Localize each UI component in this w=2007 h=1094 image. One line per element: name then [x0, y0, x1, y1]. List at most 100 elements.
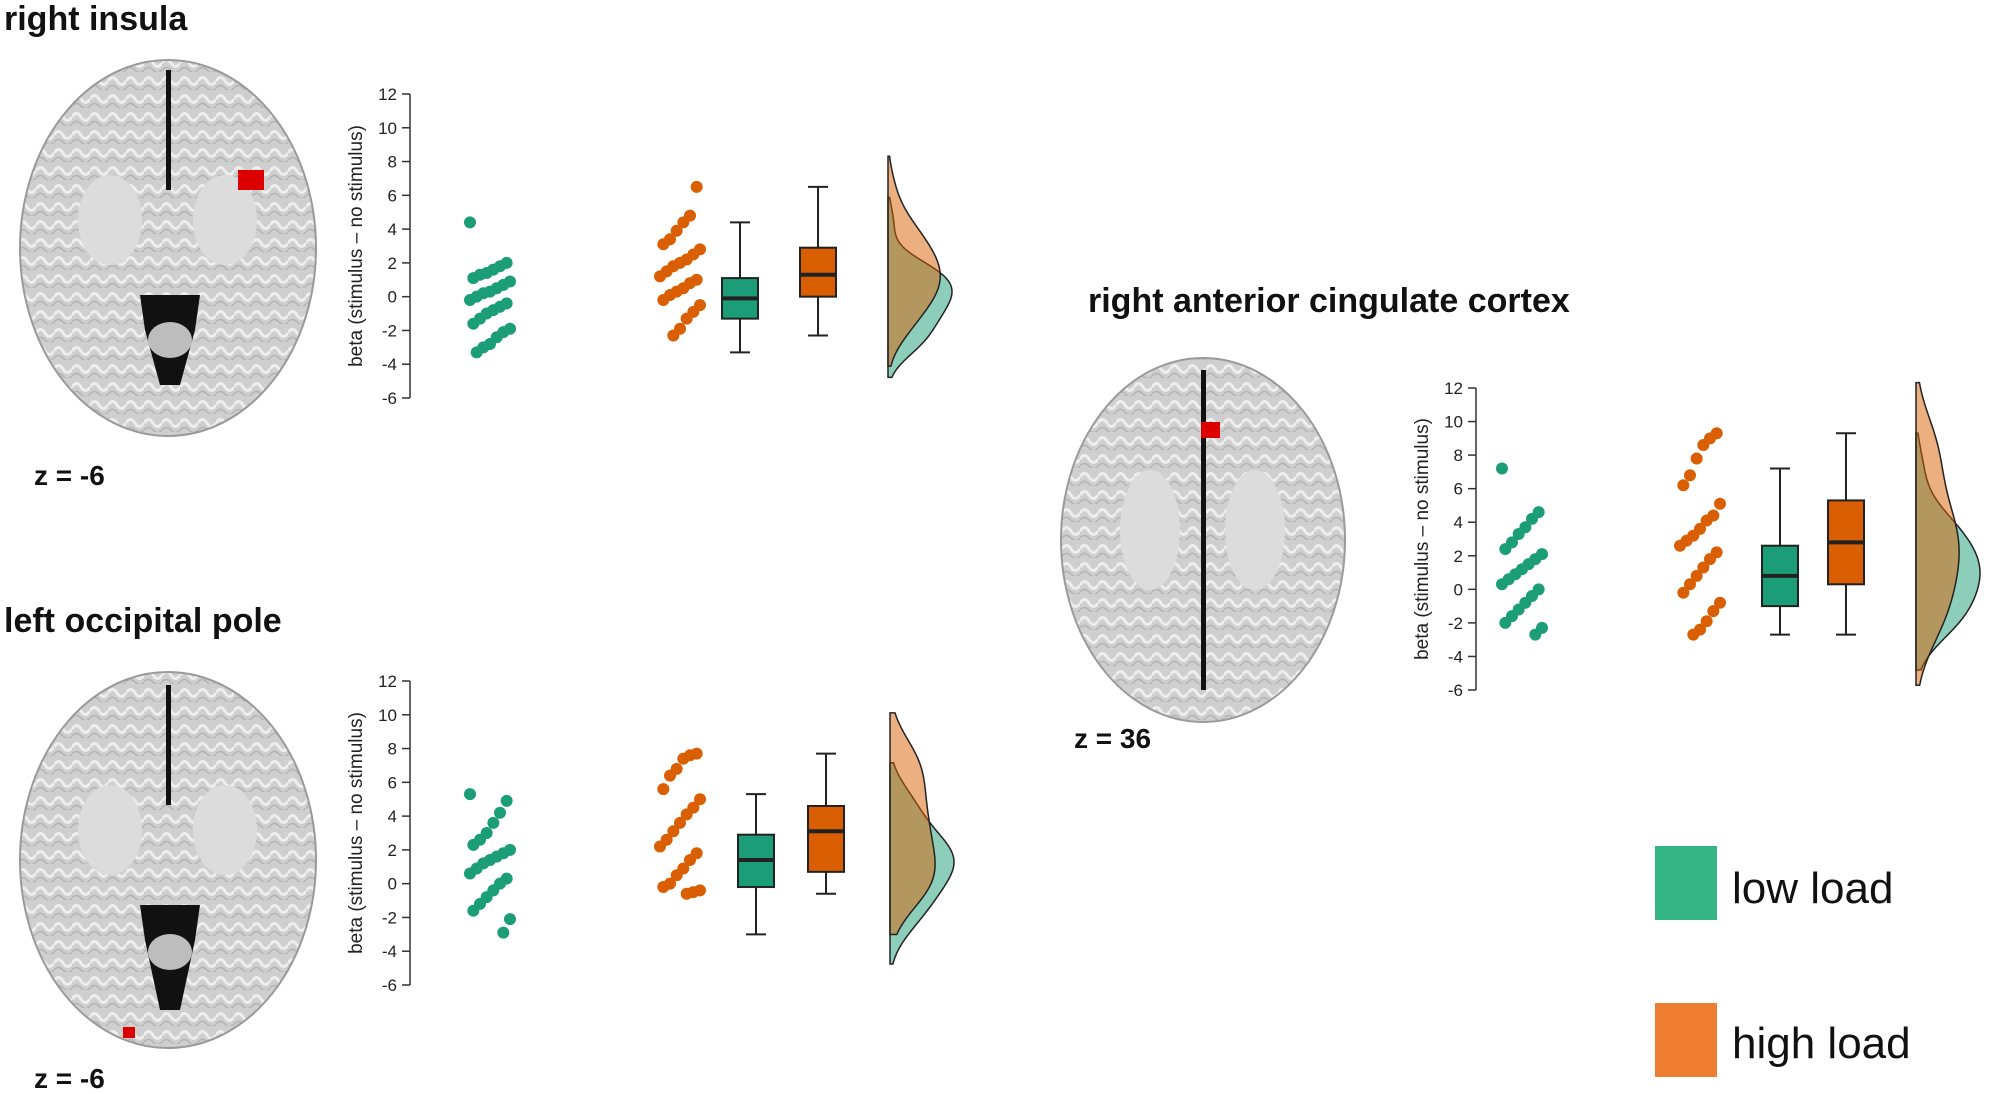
- data-point-high: [1704, 553, 1716, 566]
- data-point-high: [677, 752, 690, 765]
- y-tick-label: 0: [388, 288, 397, 307]
- data-point-low: [1499, 616, 1512, 629]
- legend-item-low-load: low load: [1655, 846, 1893, 920]
- panel-title: left occipital pole: [4, 602, 282, 640]
- data-point-high: [684, 854, 696, 867]
- data-point-low: [1529, 628, 1542, 641]
- data-point-high: [667, 329, 680, 342]
- data-point-high: [1700, 615, 1713, 628]
- box-high: [807, 804, 845, 873]
- box-high: [799, 246, 837, 298]
- data-point-high: [657, 294, 670, 307]
- y-tick-label: 4: [1454, 513, 1463, 532]
- data-point-high: [680, 808, 693, 821]
- y-tick-label: 10: [1444, 413, 1463, 432]
- data-point-low: [494, 806, 506, 819]
- panel-left-occipital-pole: left occipital pole z = -6 121086420-2-4…: [4, 602, 955, 1094]
- y-tick-label: 8: [388, 153, 397, 172]
- y-tick-label: 12: [378, 85, 397, 104]
- y-tick-label: -2: [382, 908, 397, 927]
- plot-area: 12 10 8 6 4 2 0 -2 -4 -6 beta (stimulus – no stimu…: [346, 85, 953, 408]
- panel-right-anterior-cingulate-cortex: right anterior cingulate cortex z = 36 1…: [1060, 282, 1981, 754]
- y-tick-label: 10: [378, 706, 397, 725]
- data-point-high: [667, 825, 680, 838]
- density-high: [1915, 381, 1960, 687]
- data-point-high: [1684, 469, 1696, 482]
- y-tick-label: -6: [382, 976, 397, 995]
- slice-label: z = -6: [34, 460, 105, 491]
- y-tick-label: 4: [388, 807, 397, 826]
- data-point-high: [1700, 514, 1713, 527]
- y-axis-label: beta (stimulus – no stimulus): [346, 712, 367, 954]
- data-point-high: [1684, 578, 1696, 591]
- y-tick-label: 8: [388, 740, 397, 759]
- data-point-low: [1526, 512, 1538, 525]
- data-point-high: [654, 840, 666, 853]
- data-point-high: [1690, 569, 1703, 582]
- data-point-high: [1677, 586, 1690, 599]
- data-point-high: [674, 816, 686, 829]
- y-axis-label: beta (stimulus – no stimulus): [1412, 418, 1433, 660]
- data-point-high: [670, 224, 683, 237]
- data-point-low: [1496, 578, 1508, 591]
- brain-slice-axial: [1060, 357, 1346, 723]
- data-point-low: [500, 794, 513, 807]
- data-point-high: [1674, 539, 1686, 552]
- y-tick-label: -4: [382, 355, 397, 374]
- data-point-low: [1512, 527, 1525, 540]
- y-tick-label: 4: [388, 220, 397, 239]
- y-tick-label: 2: [388, 254, 397, 273]
- data-point-low: [467, 317, 480, 330]
- data-point-low: [487, 816, 500, 829]
- y-tick-label: 12: [1444, 379, 1463, 398]
- data-point-low: [464, 294, 476, 307]
- y-tick-label: -4: [382, 942, 397, 961]
- data-point-low: [464, 216, 476, 229]
- data-point-high: [1690, 452, 1703, 465]
- brain-slice-axial: [19, 59, 317, 437]
- y-tick-label: -6: [1448, 681, 1463, 700]
- y-tick-label: 0: [388, 875, 397, 894]
- roi-marker: [238, 170, 264, 190]
- data-point-high: [690, 180, 703, 193]
- y-tick-label: 2: [388, 841, 397, 860]
- y-tick-label: 12: [378, 672, 397, 691]
- data-point-low: [470, 346, 483, 359]
- roi-marker: [1201, 422, 1220, 438]
- y-tick-label: 6: [388, 186, 397, 205]
- legend-swatch-low: [1655, 846, 1717, 920]
- data-point-high: [1677, 479, 1690, 492]
- data-point-high: [1697, 439, 1710, 452]
- panel-title: right anterior cingulate cortex: [1088, 282, 1570, 320]
- data-point-high: [1707, 605, 1720, 618]
- data-point-low: [1496, 462, 1508, 475]
- data-point-low: [467, 838, 480, 851]
- density-high: [887, 155, 942, 367]
- brain-slice-axial: [19, 671, 317, 1049]
- y-tick-label: 8: [1454, 446, 1463, 465]
- y-axis-label: beta (stimulus – no stimulus): [346, 125, 367, 367]
- y-tick-label: -2: [1448, 614, 1463, 633]
- legend: low load high load: [1655, 846, 1911, 1077]
- y-tick-label: -6: [382, 389, 397, 408]
- y-tick-label: 6: [1454, 480, 1463, 499]
- data-point-high: [680, 312, 693, 325]
- data-point-high: [677, 216, 690, 229]
- density-high: [889, 712, 936, 936]
- data-point-high: [1697, 561, 1710, 574]
- data-point-low: [1499, 543, 1512, 556]
- data-point-high: [664, 769, 676, 782]
- y-tick-label: 10: [378, 119, 397, 138]
- data-point-high: [657, 881, 670, 894]
- legend-item-high-load: high load: [1655, 1003, 1911, 1077]
- data-point-high: [657, 238, 670, 251]
- data-point-high: [1714, 596, 1726, 609]
- y-tick-label: -2: [382, 321, 397, 340]
- data-point-high: [654, 270, 666, 283]
- panel-right-insula: right insula z = -6 121086420-2-4-6beta …: [4, 0, 953, 491]
- data-point-high: [680, 887, 693, 900]
- data-point-low: [497, 926, 510, 939]
